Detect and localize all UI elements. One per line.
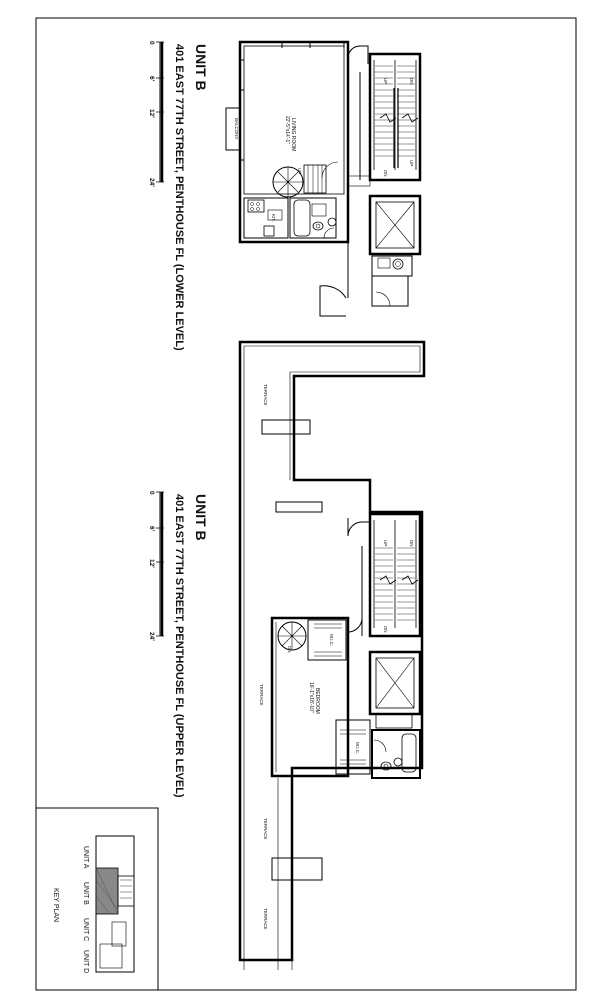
terrace-label-1: TERRACE [263,384,268,406]
scale-lower-24: 24' [148,178,155,187]
scale-lower-0: 0 [148,41,155,45]
scale-lower-12: 12' [148,109,155,118]
wic-label-1: W.I.C. [329,634,334,646]
lower-stair-up-1: UP [383,78,388,84]
wic-label-2: W.I.C. [355,742,360,754]
sheet-border [35,17,577,991]
key-plan-title: KEY PLAN [52,888,59,922]
key-plan-border [36,807,159,990]
upper-unit-title: UNIT B [193,494,209,541]
terrace-label-4: TERRACE [263,908,268,930]
lower-stair-dn-2: DN [383,170,388,177]
upper-stair-up-1: UP [383,540,388,546]
stair-core-upper [368,512,422,638]
terrace-label-2: TERRACE [259,684,264,706]
lower-stair-dn-1: DN [409,78,414,85]
key-unit-d: UNIT D [82,950,89,973]
key-unit-a: UNIT A [82,846,89,869]
upper-subtitle: 401 EAST 77TH STREET, PENTHOUSE FL (UPPE… [173,494,185,798]
kitchen [243,197,289,239]
scale-lower-6: 6' [148,76,155,82]
lower-up-label: UP [297,168,302,174]
balcony-label: BALCONY [234,118,239,140]
bedroom [270,616,350,778]
scale-bar-lower [156,41,164,183]
bathroom-upper [371,729,421,779]
bedroom-dim: 16'-1"x18'-10" [308,682,314,713]
lower-level-plan [225,40,422,317]
living-room-label: LIVING ROOM [290,118,296,151]
key-unit-c: UNIT C [82,918,89,941]
scale-upper-12: 12' [148,559,155,568]
scale-upper-6: 6' [148,526,155,532]
bedroom-label: BEDROOM [314,688,320,714]
upper-level-plan [238,340,426,970]
lower-unit-title: UNIT B [193,44,209,91]
upper-stair-dn-2: DN [383,626,388,633]
balcony [225,107,241,151]
bathroom [289,197,337,239]
stair-core-lower [368,52,422,182]
kitchen-label: KIT. [271,214,276,222]
scale-upper-0: 0 [148,491,155,495]
lower-subtitle: 401 EAST 77TH STREET, PENTHOUSE FL (LOWE… [173,44,185,351]
scale-bar-upper [156,491,164,637]
elevator-lower [368,194,422,256]
key-unit-b: UNIT B [82,882,89,905]
scale-upper-24: 24' [148,632,155,641]
living-room-dim: 22'-5"x14'-1" [284,116,290,144]
lower-stair-up-2: UP [409,160,414,166]
upper-stair-dn-1: DN [409,540,414,547]
key-plan-drawing [95,835,135,973]
upper-dn-label: DN [287,646,292,653]
terrace-label-3: TERRACE [263,818,268,840]
